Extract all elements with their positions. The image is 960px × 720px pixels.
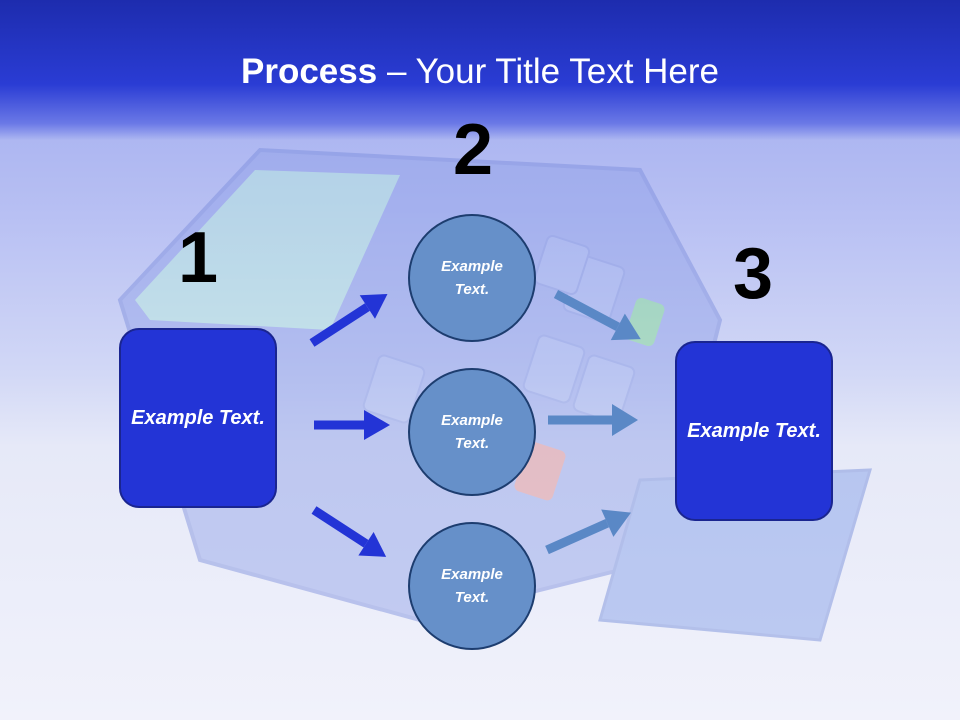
step-2-circle-top: Example Text.: [408, 214, 536, 342]
step-2-circle-middle: Example Text.: [408, 368, 536, 496]
title-rest: – Your Title Text Here: [377, 52, 719, 91]
step-number-3: 3: [732, 234, 774, 314]
step-3-box: Example Text.: [675, 341, 833, 521]
step-number-1: 1: [177, 218, 219, 298]
step-number-2: 2: [452, 110, 494, 190]
step-2-circle-bottom: Example Text.: [408, 522, 536, 650]
circle-bottom-text: Example Text.: [441, 566, 503, 606]
title-bar: [0, 0, 960, 140]
circle-top-text: Example Text.: [441, 258, 503, 298]
step-1-box-text: Example Text.: [131, 406, 265, 429]
circle-middle-text: Example Text.: [441, 412, 503, 452]
slide-title: Process – Your Title Text Here: [0, 52, 960, 92]
title-bold: Process: [241, 52, 378, 91]
step-3-box-text: Example Text.: [687, 419, 821, 442]
step-1-box: Example Text.: [119, 328, 277, 508]
